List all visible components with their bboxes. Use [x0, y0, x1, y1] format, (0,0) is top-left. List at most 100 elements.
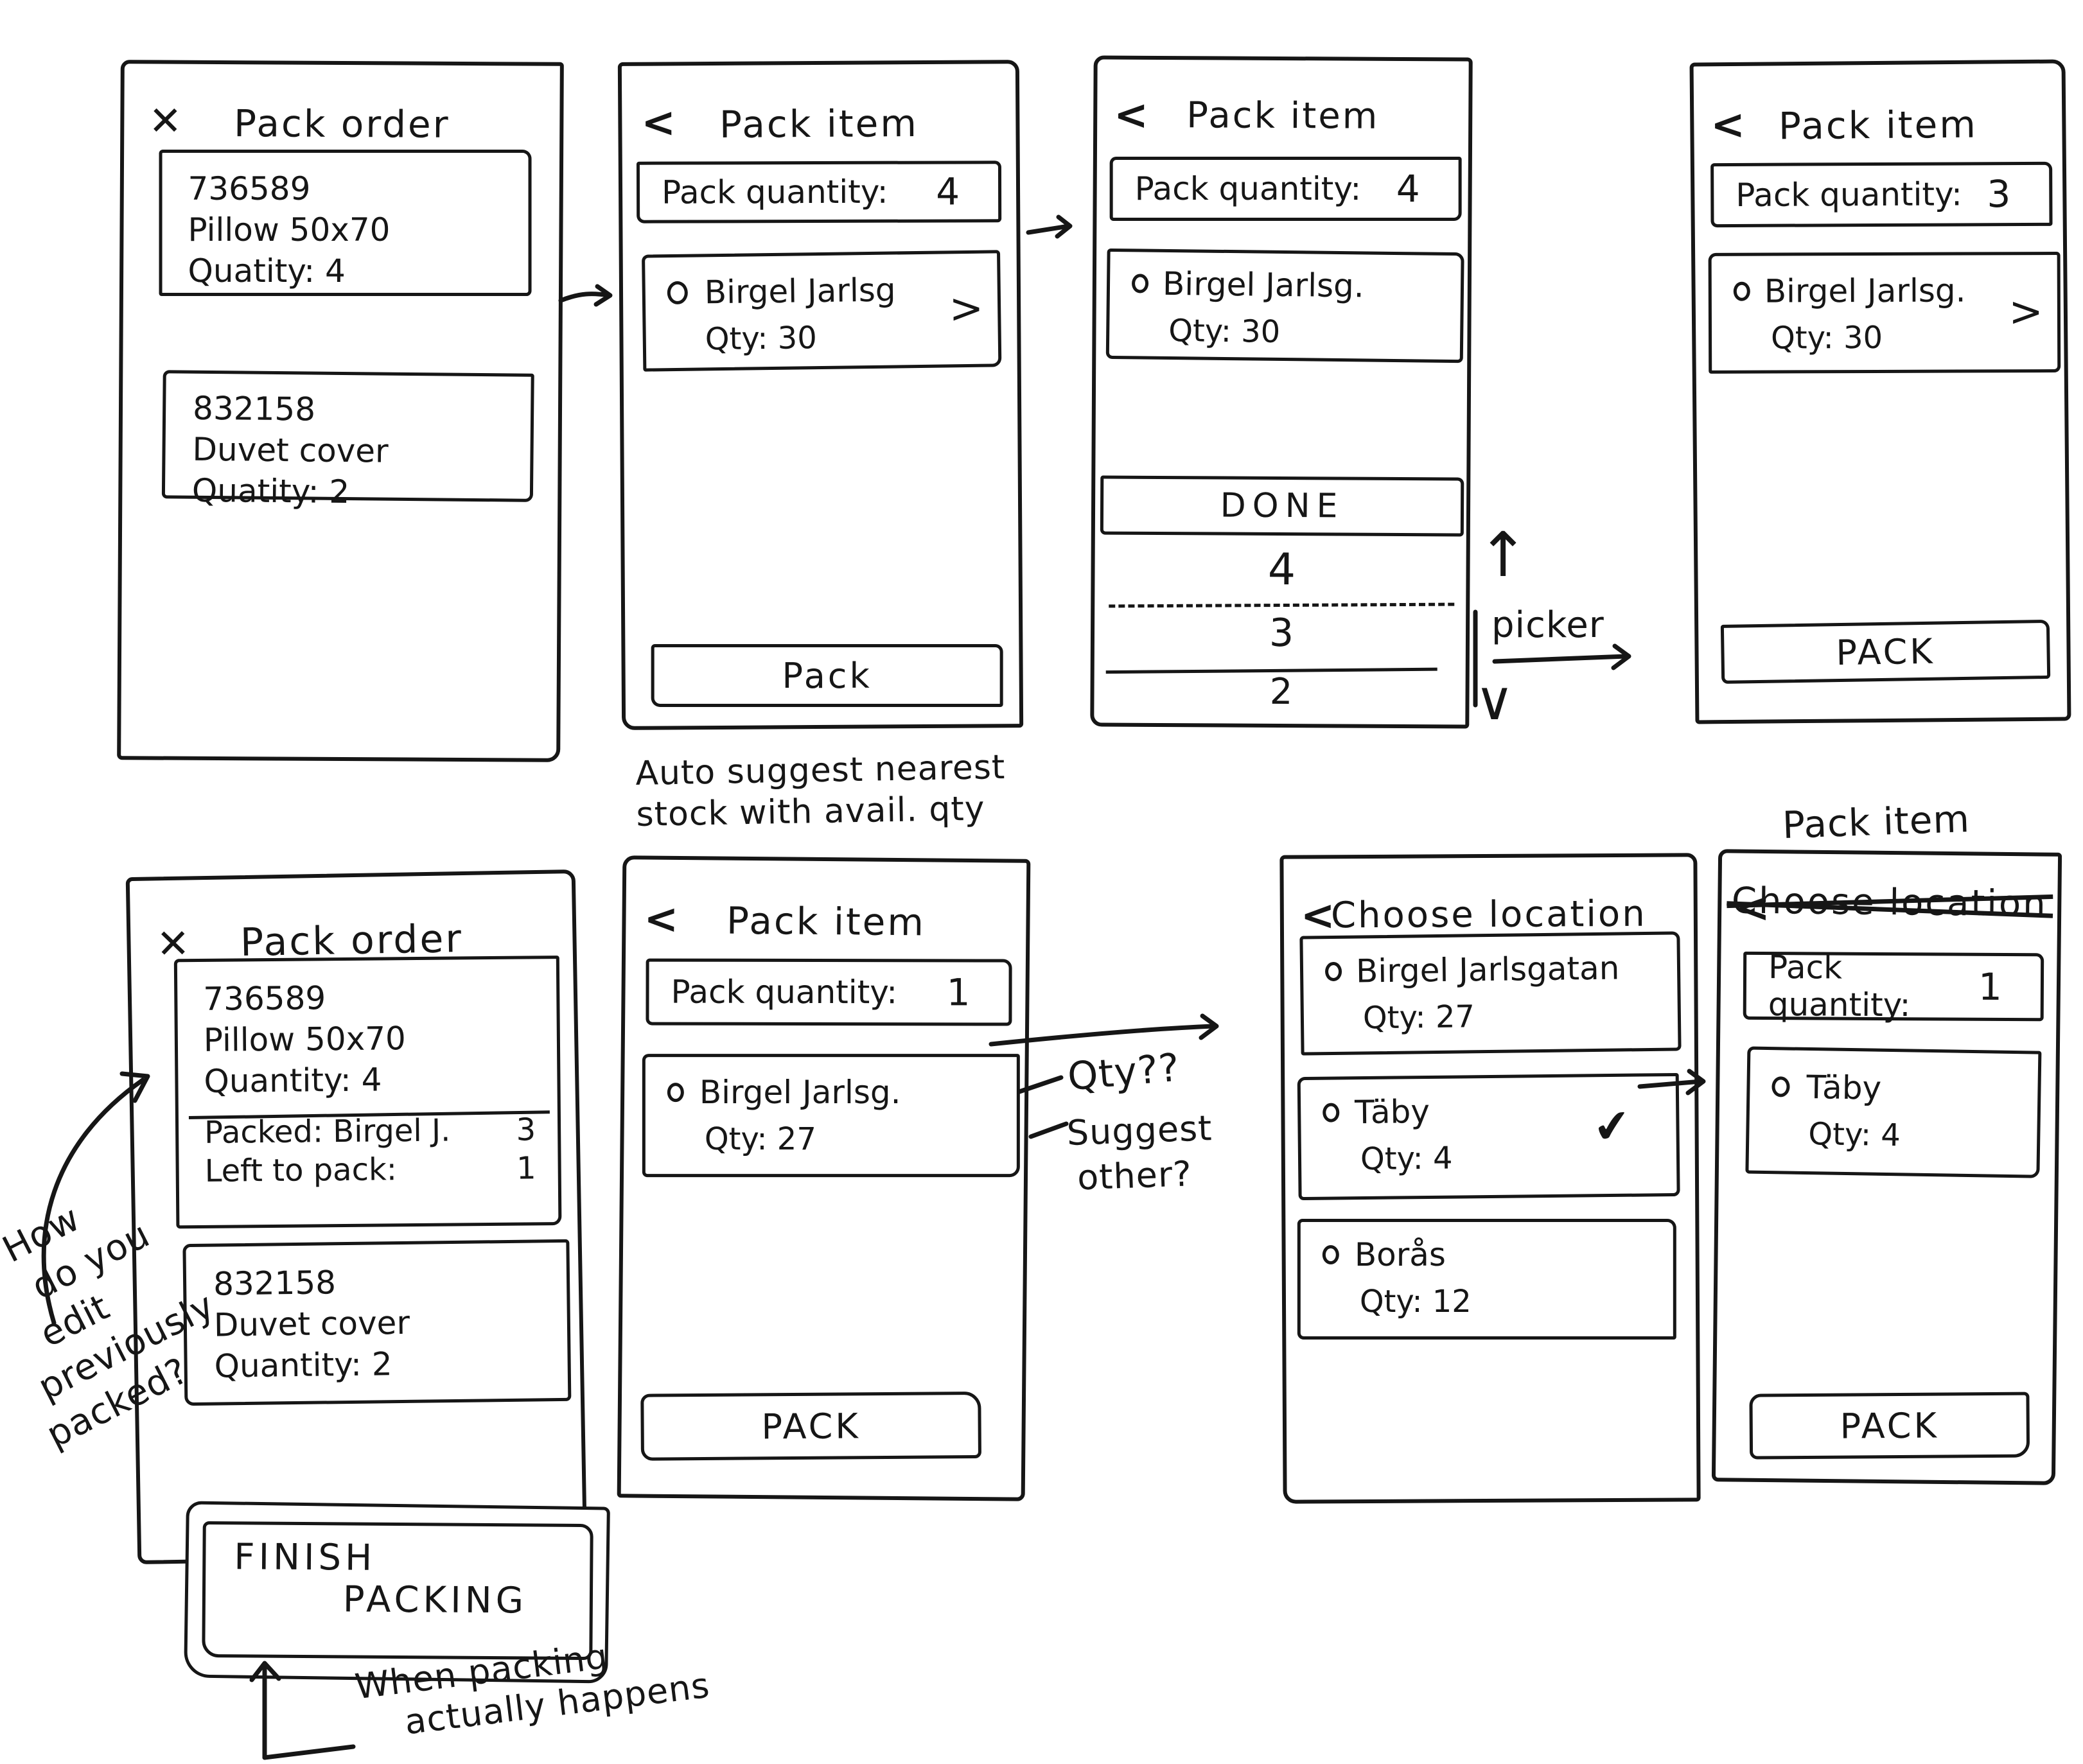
location-qty: Qty: 27	[704, 1121, 816, 1158]
location-option[interactable]: Borås Qty: 12	[1297, 1219, 1676, 1340]
struck-page-title: Choose location	[1731, 880, 2048, 925]
location-qty: Qty: 30	[1168, 312, 1281, 350]
screen-pack-item-2: < Pack item Pack quantity: 3 Birgel Jarl…	[1689, 59, 2071, 724]
packed-value: 3	[516, 1112, 536, 1148]
pack-quantity-field[interactable]: Pack quantity: 1	[1743, 948, 2044, 1024]
radio-icon[interactable]	[1323, 1103, 1340, 1122]
location-name: Birgel Jarlsg.	[1764, 272, 1966, 310]
picker-value-selected[interactable]: 4	[1267, 544, 1296, 595]
page-title: Pack item	[719, 101, 919, 146]
stock-location-card[interactable]: Birgel Jarlsg. Qty: 30	[1105, 248, 1464, 363]
stock-location-card[interactable]: Birgel Jarlsg. Qty: 30 >	[1708, 251, 2061, 374]
pack-quantity-label: Pack quantity:	[1768, 948, 1911, 1024]
picker-note: picker	[1491, 604, 1604, 646]
page-title: Pack order	[233, 101, 450, 146]
flow-arrow-icon	[1026, 214, 1073, 239]
renamed-title-note: Pack item	[1781, 796, 1971, 848]
flow-arrow-icon	[1637, 1069, 1706, 1096]
flow-arrow-icon	[989, 1013, 1219, 1047]
auto-suggest-note: Auto suggest nearest stock with avail. q…	[635, 747, 1006, 835]
pack-button[interactable]: Pack	[651, 643, 1003, 707]
screen-pack-item-3: < Pack item Pack quantity: 1 Birgel Jarl…	[617, 855, 1031, 1501]
pack-quantity-field[interactable]: Pack quantity: 4	[636, 161, 1002, 223]
picker-down-icon: ∨	[1475, 669, 1515, 732]
pack-button[interactable]: PACK	[640, 1391, 981, 1461]
page-title: Pack item	[1186, 94, 1380, 137]
item-number: 832158	[213, 1264, 337, 1303]
order-item-card[interactable]: 736589 Pillow 50x70 Quatity: 4	[159, 150, 532, 297]
suggest-other-note: Suggest other?	[1066, 1108, 1213, 1198]
location-name: Borås	[1354, 1236, 1446, 1274]
location-qty: Qty: 30	[1770, 319, 1883, 356]
item-quantity: Quatity: 4	[188, 252, 346, 290]
check-icon: ✔	[1590, 1097, 1635, 1155]
screen-choose-location: < Choose location Birgel Jarlsgatan Qty:…	[1279, 853, 1701, 1504]
item-name: Pillow 50x70	[188, 211, 391, 249]
page-title: Pack item	[726, 898, 926, 945]
pack-button[interactable]: PACK	[1749, 1392, 2030, 1460]
radio-icon[interactable]	[667, 281, 689, 305]
stock-location-card[interactable]: Birgel Jarlsg Qty: 30 >	[642, 250, 1002, 372]
picker-value[interactable]: 3	[1269, 610, 1294, 656]
radio-icon[interactable]	[1131, 274, 1149, 293]
location-name: Birgel Jarlsg.	[1162, 265, 1365, 305]
pack-quantity-field[interactable]: Pack quantity: 1	[646, 958, 1012, 1026]
item-quantity: Quantity: 2	[214, 1345, 393, 1385]
location-name: Täby	[1806, 1068, 1882, 1107]
radio-icon[interactable]	[667, 1083, 684, 1103]
order-item-card[interactable]: 736589 Pillow 50x70 Quantity: 4 Packed: …	[173, 956, 562, 1229]
picker-wheel[interactable]: 4 3 2	[1099, 536, 1464, 724]
pack-quantity-value: 1	[1978, 965, 2003, 1009]
item-name: Duvet cover	[213, 1304, 410, 1344]
location-qty: Qty: 30	[705, 320, 818, 358]
page-title: Choose location	[1330, 893, 1647, 937]
location-name: Birgel Jarlsgatan	[1355, 949, 1620, 990]
pack-quantity-field[interactable]: Pack quantity: 4	[1109, 157, 1462, 222]
screen-pack-order-2: ✕ Pack order 736589 Pillow 50x70 Quantit…	[125, 869, 588, 1565]
screen-pack-order-1: ✕ Pack order 736589 Pillow 50x70 Quatity…	[117, 60, 564, 762]
pack-quantity-field[interactable]: Pack quantity: 3	[1710, 161, 2053, 228]
pack-quantity-label: Pack quantity:	[1736, 175, 1962, 214]
pack-quantity-value: 1	[946, 970, 971, 1015]
stock-location-card[interactable]: Täby Qty: 4	[1745, 1046, 2042, 1178]
order-item-card[interactable]: 832158 Duvet cover Quantity: 2	[182, 1239, 572, 1406]
leader-dash-icon	[1017, 1075, 1064, 1094]
flow-arrow-icon	[558, 284, 613, 307]
item-number: 736589	[203, 979, 326, 1018]
pack-button[interactable]: PACK	[1720, 619, 2051, 684]
pack-quantity-value: 4	[936, 170, 960, 214]
order-item-card[interactable]: 832158 Duvet cover Quatity: 2	[161, 370, 534, 511]
chevron-right-icon: >	[949, 284, 984, 333]
qty-question-note: Qty??	[1066, 1045, 1182, 1100]
radio-icon[interactable]	[1733, 281, 1750, 301]
picker-bar-icon	[1473, 609, 1478, 708]
location-qty: Qty: 12	[1359, 1284, 1472, 1320]
page-title: Pack item	[1778, 102, 1978, 148]
curved-arrow-icon	[41, 1071, 150, 1325]
stock-location-card[interactable]: Birgel Jarlsg. Qty: 27	[642, 1054, 1020, 1178]
location-name: Täby	[1354, 1092, 1430, 1131]
item-number: 832158	[192, 389, 316, 428]
pack-quantity-label: Pack quantity:	[661, 173, 888, 211]
up-arrow-icon	[249, 1661, 356, 1760]
picker-done-button[interactable]: DONE	[1100, 475, 1464, 537]
location-qty: Qty: 27	[1362, 999, 1475, 1036]
pack-quantity-label: Pack quantity:	[671, 973, 898, 1011]
screen-pack-item-picker: < Pack item Pack quantity: 4 Birgel Jarl…	[1090, 55, 1473, 729]
left-to-pack-value: 1	[516, 1150, 536, 1187]
location-name: Birgel Jarlsg.	[699, 1074, 901, 1112]
screen-pack-item-4: < Choose location Pack quantity: 1 Täby …	[1711, 849, 2062, 1485]
screen-pack-item-1: < Pack item Pack quantity: 4 Birgel Jarl…	[617, 60, 1024, 730]
finish-packing-button[interactable]: FINISH PACKING	[202, 1521, 593, 1661]
location-option[interactable]: Birgel Jarlsgatan Qty: 27	[1299, 931, 1682, 1056]
location-option-selected[interactable]: Täby Qty: 4 ✔	[1297, 1072, 1680, 1201]
item-quantity: Quantity: 4	[204, 1061, 382, 1100]
chevron-right-icon: >	[2008, 288, 2044, 336]
radio-icon[interactable]	[1771, 1076, 1790, 1097]
pack-quantity-value: 3	[1987, 172, 2011, 216]
picker-up-icon: ↑	[1477, 519, 1529, 591]
radio-icon[interactable]	[1322, 1245, 1339, 1265]
flow-arrow-icon	[1492, 643, 1631, 670]
radio-icon[interactable]	[1324, 961, 1342, 982]
location-name: Birgel Jarlsg	[704, 271, 896, 311]
